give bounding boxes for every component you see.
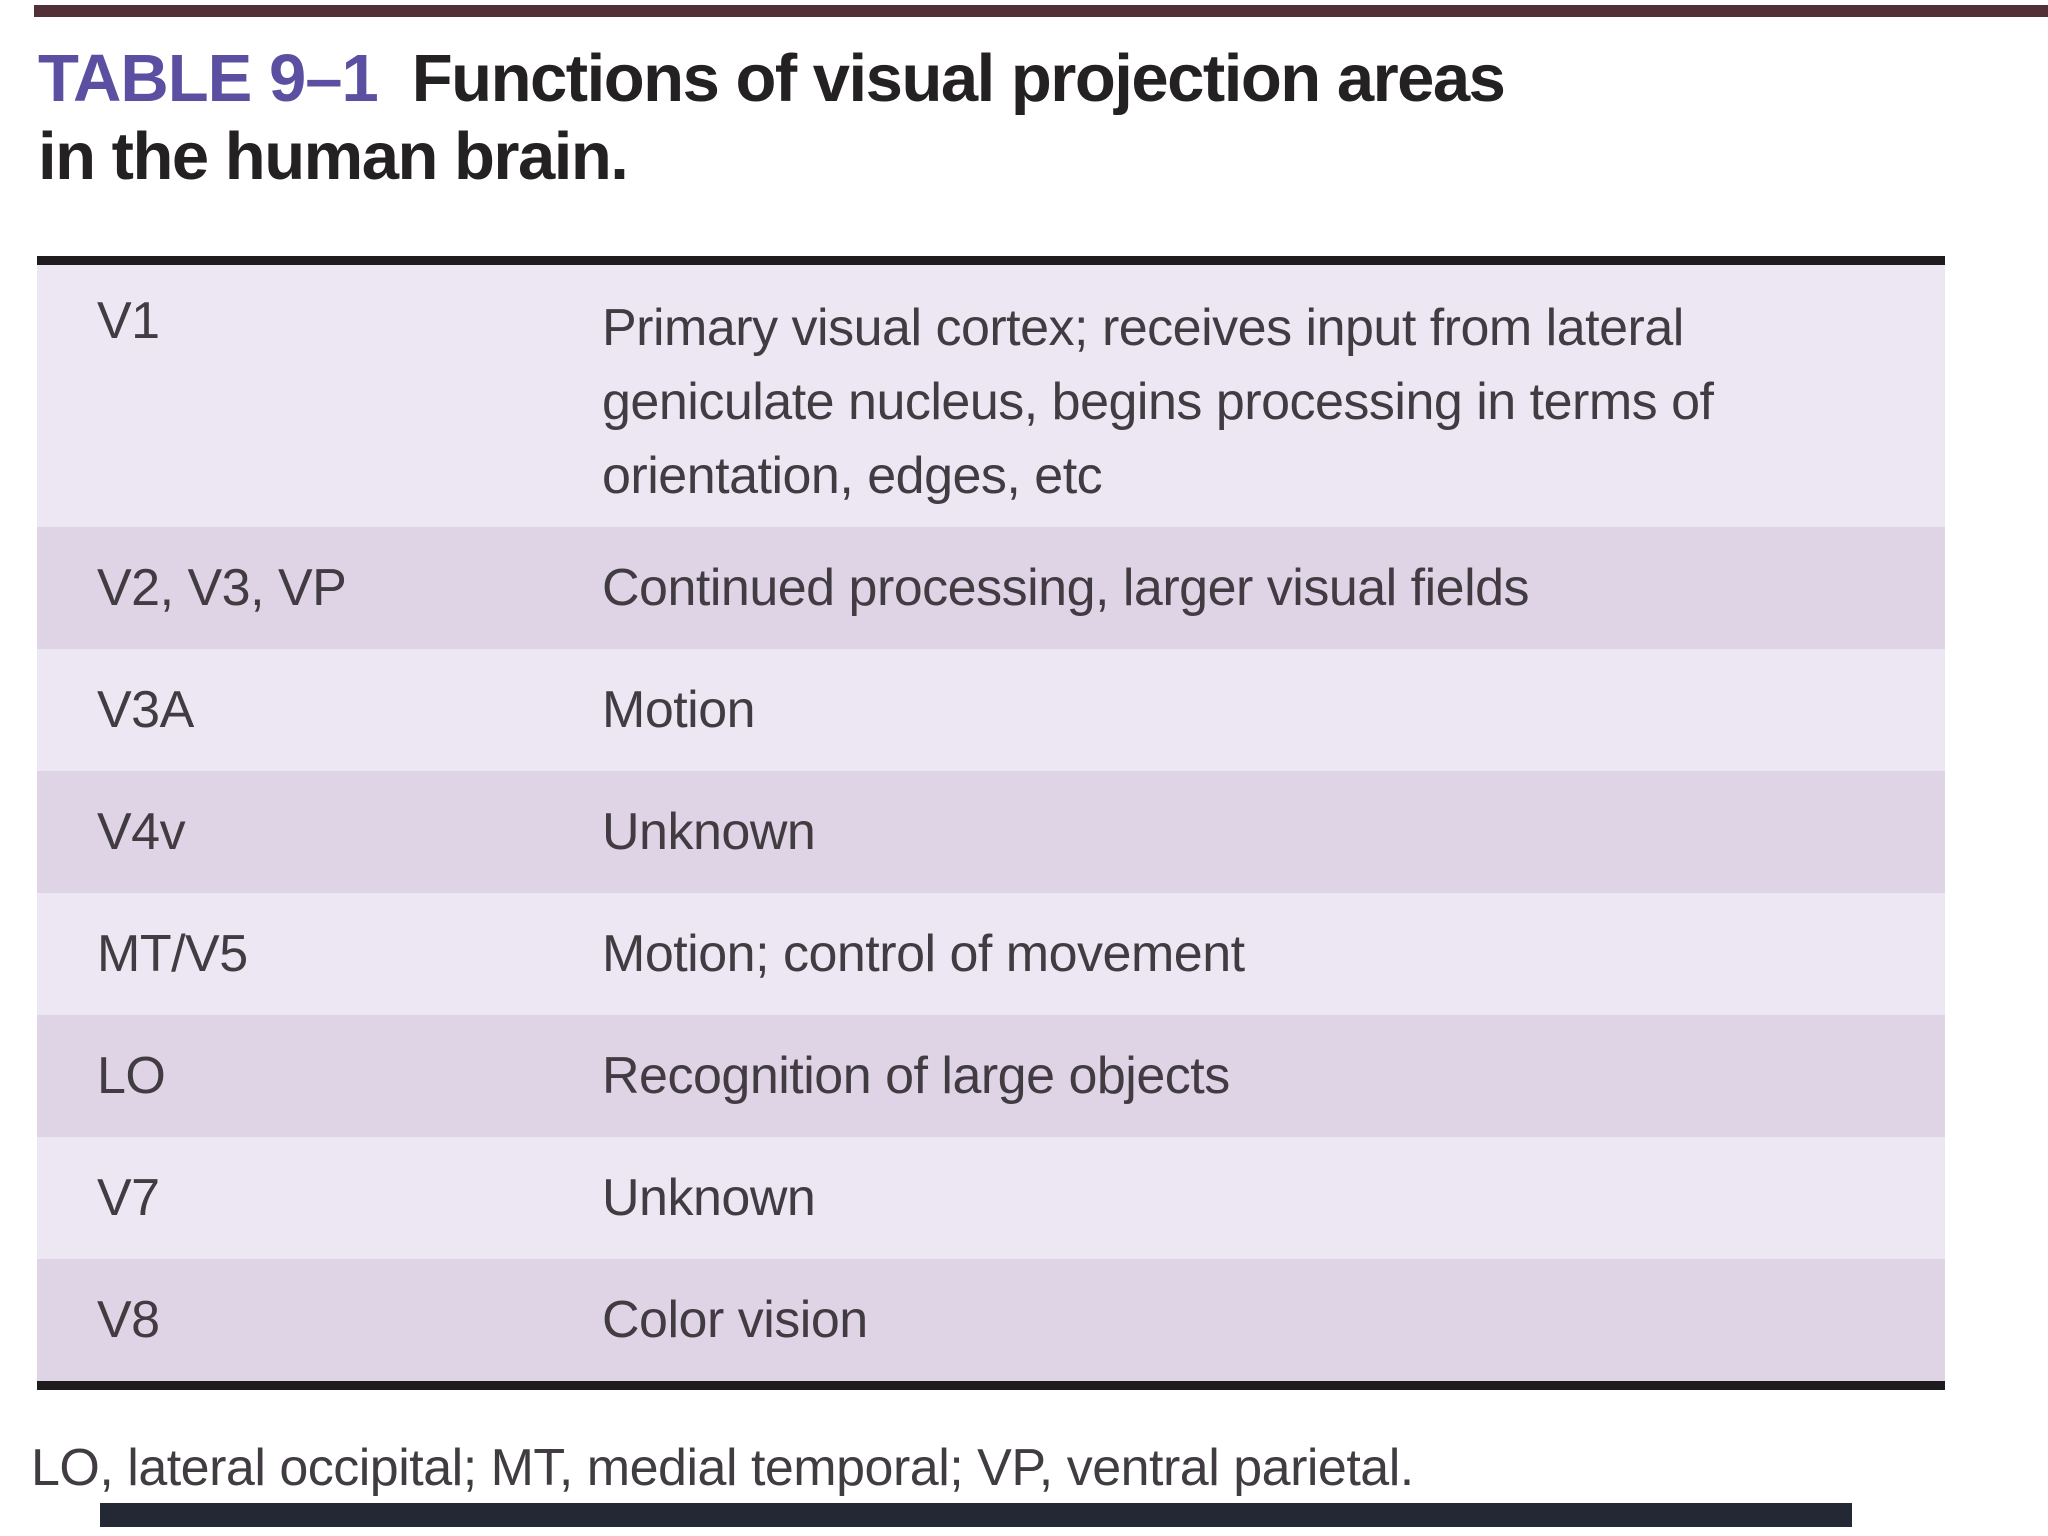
table-title-line1: TABLE 9–1 Functions of visual projection … <box>38 40 1998 118</box>
table-row: V1 Primary visual cortex; receives input … <box>37 265 1945 527</box>
function-cell: Unknown <box>602 803 816 861</box>
table-title-line2: in the human brain. <box>38 119 629 194</box>
area-cell: V1 <box>97 292 160 350</box>
function-cell: Color vision <box>602 1291 868 1349</box>
table-title-text: Functions of visual projection areas <box>411 41 1506 116</box>
table-row: V7 Unknown <box>37 1137 1945 1259</box>
area-cell: V3A <box>97 681 194 739</box>
abbreviations-footnote: LO, lateral occipital; MT, medial tempor… <box>31 1439 1414 1497</box>
area-cell: V7 <box>97 1169 160 1227</box>
function-cell: Unknown <box>602 1169 816 1227</box>
function-cell: Motion <box>602 681 756 739</box>
table-row: LO Recognition of large objects <box>37 1015 1945 1137</box>
function-cell: Motion; control of movement <box>602 925 1245 983</box>
table-row: MT/V5 Motion; control of movement <box>37 893 1945 1015</box>
area-cell: V4v <box>97 803 186 861</box>
area-cell: V8 <box>97 1291 160 1349</box>
function-cell: Primary visual cortex; receives input fr… <box>602 299 1714 505</box>
table-row: V8 Color vision <box>37 1259 1945 1381</box>
table-row: V4v Unknown <box>37 771 1945 893</box>
area-cell: V2, V3, VP <box>97 559 347 617</box>
bottom-edge-rule <box>100 1503 1852 1527</box>
area-cell: LO <box>97 1047 166 1105</box>
area-cell: MT/V5 <box>97 925 248 983</box>
table-number-label: TABLE 9–1 <box>38 41 379 116</box>
table-row: V2, V3, VP Continued processing, larger v… <box>37 527 1945 649</box>
function-cell: Recognition of large objects <box>602 1047 1230 1105</box>
visual-areas-table: V1 Primary visual cortex; receives input … <box>37 256 1945 1390</box>
table-title: TABLE 9–1 Functions of visual projection … <box>38 40 1998 196</box>
function-cell: Continued processing, larger visual fiel… <box>602 559 1530 617</box>
table-row: V3A Motion <box>37 649 1945 771</box>
top-edge-rule <box>34 5 2048 17</box>
